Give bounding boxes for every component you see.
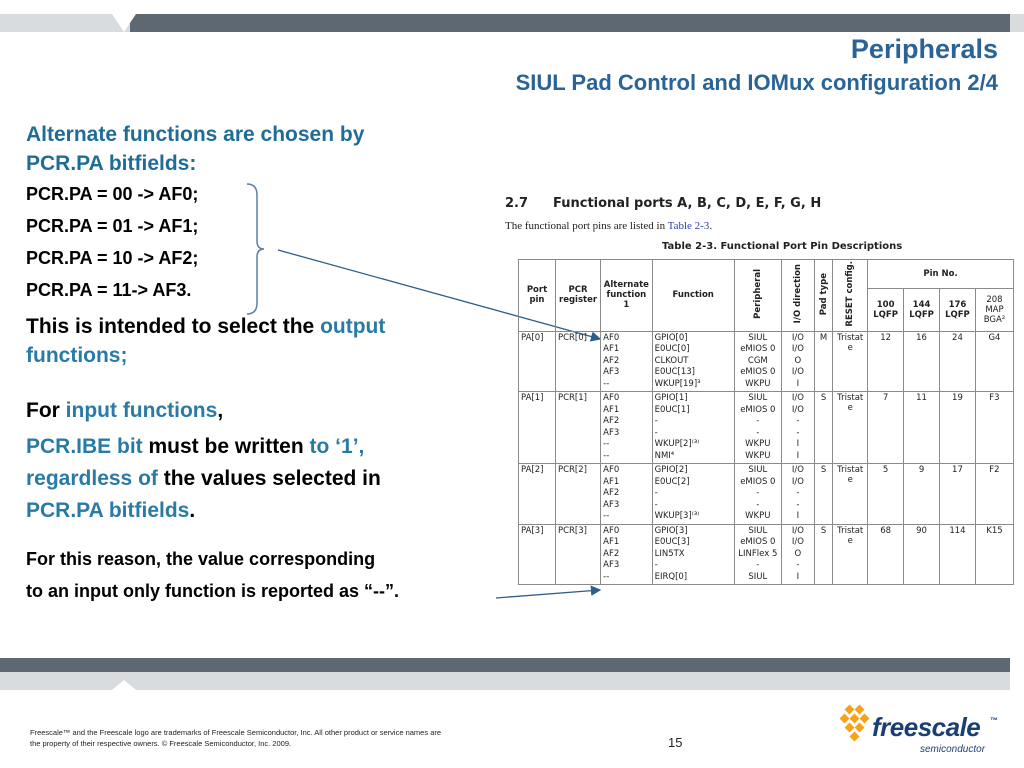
table-cell-144-lqfp: 11 bbox=[903, 391, 940, 465]
page-number: 15 bbox=[668, 735, 683, 750]
table-cell-port: PA[1] bbox=[518, 391, 556, 465]
table-cell-port: PA[2] bbox=[518, 463, 556, 525]
table-cell-peripheral: SIUL eMIOS 0 - - WKPU bbox=[733, 463, 782, 525]
col-peripheral: Peripheral bbox=[733, 259, 782, 332]
table-cell-pad-type: S bbox=[813, 391, 834, 465]
table-cell-100-lqfp: 68 bbox=[867, 523, 905, 586]
col-pcr-register: PCR register bbox=[554, 259, 602, 332]
table-cell-208-bga: G4 bbox=[974, 330, 1015, 393]
page-title: Peripherals bbox=[850, 34, 998, 64]
table-cell-144-lqfp: 9 bbox=[903, 463, 940, 525]
pcr-line-1: PCR.PA = 01 -> AF1; bbox=[26, 216, 199, 236]
table-cell-peripheral: SIUL eMIOS 0 - - WKPU WKPU bbox=[733, 391, 782, 465]
table-cell-pcr: PCR[3] bbox=[554, 523, 602, 586]
page-subtitle: SIUL Pad Control and IOMux configuration… bbox=[515, 70, 998, 95]
table-cell-alt-function: AF0 AF1 AF2 AF3 -- bbox=[600, 330, 653, 393]
table-cell-208-bga: F3 bbox=[974, 391, 1015, 465]
table-cell-208-bga: F2 bbox=[974, 463, 1015, 525]
section-intro: The functional port pins are listed in T… bbox=[505, 220, 713, 232]
table-cell-208-bga: K15 bbox=[974, 523, 1015, 586]
table-cell-peripheral: SIUL eMIOS 0 CGM eMIOS 0 WKPU bbox=[733, 330, 782, 393]
col-pad-type: Pad type bbox=[813, 259, 834, 332]
table-cell-reset-config: Tristate bbox=[832, 463, 869, 525]
table-cell-pad-type: S bbox=[813, 523, 834, 586]
ibe-note: PCR.IBE bit must be written to ‘1’, rega… bbox=[26, 435, 381, 522]
footer-legal: Freescale™ and the Freescale logo are tr… bbox=[30, 728, 442, 748]
col-function: Function bbox=[651, 259, 735, 332]
table-cell-100-lqfp: 12 bbox=[867, 330, 905, 393]
pcr-line-2: PCR.PA = 10 -> AF2; bbox=[26, 248, 199, 268]
table-cell-pcr: PCR[2] bbox=[554, 463, 602, 525]
table-cell-176-lqfp: 114 bbox=[939, 523, 976, 586]
pcr-line-0: PCR.PA = 00 -> AF0; bbox=[26, 184, 199, 204]
table-cell-144-lqfp: 16 bbox=[903, 330, 940, 393]
col-pin-no: Pin No. bbox=[867, 259, 1014, 289]
table-cell-alt-function: AF0 AF1 AF2 AF3 -- bbox=[600, 463, 653, 525]
table-cell-reset-config: Tristate bbox=[832, 391, 869, 465]
table-cell-reset-config: Tristate bbox=[832, 523, 869, 586]
table-cell-reset-config: Tristate bbox=[832, 330, 869, 393]
top-bar-dark bbox=[130, 14, 1010, 32]
table-cell-176-lqfp: 24 bbox=[939, 330, 976, 393]
table-cell-peripheral: SIUL eMIOS 0 LINFlex 5 - SIUL bbox=[733, 523, 782, 586]
logo-wordmark: freescale bbox=[872, 712, 981, 742]
logo-subtitle: semiconductor bbox=[920, 744, 986, 755]
table-link[interactable]: Table 2-3 bbox=[667, 220, 710, 232]
table-cell-pad-type: S bbox=[813, 463, 834, 525]
table-cell-pad-type: M bbox=[813, 330, 834, 393]
table-row: PA[1]PCR[1]AF0 AF1 AF2 AF3 -- --GPIO[1] … bbox=[518, 391, 1015, 465]
table-cell-io-direction: I/O I/O - - I I bbox=[780, 391, 815, 465]
top-bar-notch bbox=[112, 14, 136, 32]
left-text-column: Alternate functions are chosen by PCR.PA… bbox=[26, 120, 506, 607]
intro-text: Alternate functions are chosen by PCR.PA… bbox=[26, 123, 365, 175]
table-cell-alt-function: AF0 AF1 AF2 AF3 -- bbox=[600, 523, 653, 586]
col-port-pin: Port pin bbox=[518, 259, 556, 332]
logo-trademark: ™ bbox=[990, 716, 998, 725]
col-reset-config: RESET config. bbox=[832, 259, 869, 332]
table-cell-144-lqfp: 90 bbox=[903, 523, 940, 586]
col-100-lqfp: 100 LQFP bbox=[867, 287, 905, 332]
input-note: For input functions, bbox=[26, 399, 224, 422]
col-176-lqfp: 176 LQFP bbox=[939, 287, 976, 332]
arrow-to-input-only bbox=[495, 585, 602, 599]
bottom-bar-light bbox=[0, 672, 1010, 690]
bottom-bar-notch bbox=[112, 680, 136, 690]
table-cell-function: GPIO[2] E0UC[2] - - WKUP[3]⁽³⁾ bbox=[651, 463, 735, 525]
table-cell-io-direction: I/O I/O O - I bbox=[780, 523, 815, 586]
table-row: PA[3]PCR[3]AF0 AF1 AF2 AF3 --GPIO[3] E0U… bbox=[518, 523, 1015, 586]
table-cell-io-direction: I/O I/O - - I bbox=[780, 463, 815, 525]
col-208-bga: 208 MAP BGA² bbox=[974, 287, 1015, 332]
table-row: PA[0]PCR[0]AF0 AF1 AF2 AF3 --GPIO[0] E0U… bbox=[518, 330, 1015, 393]
table-row: PA[2]PCR[2]AF0 AF1 AF2 AF3 --GPIO[2] E0U… bbox=[518, 463, 1015, 525]
table-cell-io-direction: I/O I/O O I/O I bbox=[780, 330, 815, 393]
freescale-logo-icon bbox=[839, 704, 870, 742]
table-cell-100-lqfp: 5 bbox=[867, 463, 905, 525]
bottom-bar-dark bbox=[0, 658, 1010, 672]
port-pin-table: Port pin PCR register Alternate function… bbox=[518, 259, 1015, 586]
table-cell-function: GPIO[3] E0UC[3] LIN5TX - EIRQ[0] bbox=[651, 523, 735, 586]
reason-note: For this reason, the value corresponding… bbox=[26, 549, 399, 601]
col-144-lqfp: 144 LQFP bbox=[903, 287, 940, 332]
table-cell-pcr: PCR[1] bbox=[554, 391, 602, 465]
table-cell-port: PA[0] bbox=[518, 330, 556, 393]
table-cell-function: GPIO[0] E0UC[0] CLKOUT E0UC[13] WKUP[19]… bbox=[651, 330, 735, 393]
table-cell-function: GPIO[1] E0UC[1] - - WKUP[2]⁽³⁾ NMI⁴ bbox=[651, 391, 735, 465]
col-io-direction: I/O direction bbox=[780, 259, 815, 332]
table-cell-pcr: PCR[0] bbox=[554, 330, 602, 393]
table-cell-176-lqfp: 17 bbox=[939, 463, 976, 525]
table-cell-port: PA[3] bbox=[518, 523, 556, 586]
table-cell-176-lqfp: 19 bbox=[939, 391, 976, 465]
table-caption: Table 2-3. Functional Port Pin Descripti… bbox=[662, 241, 903, 252]
output-note: This is intended to select the output fu… bbox=[26, 315, 386, 367]
table-cell-100-lqfp: 7 bbox=[867, 391, 905, 465]
pcr-line-3: PCR.PA = 11-> AF3. bbox=[26, 280, 192, 300]
table-cell-alt-function: AF0 AF1 AF2 AF3 -- -- bbox=[600, 391, 653, 465]
curly-brace-icon bbox=[246, 183, 265, 315]
